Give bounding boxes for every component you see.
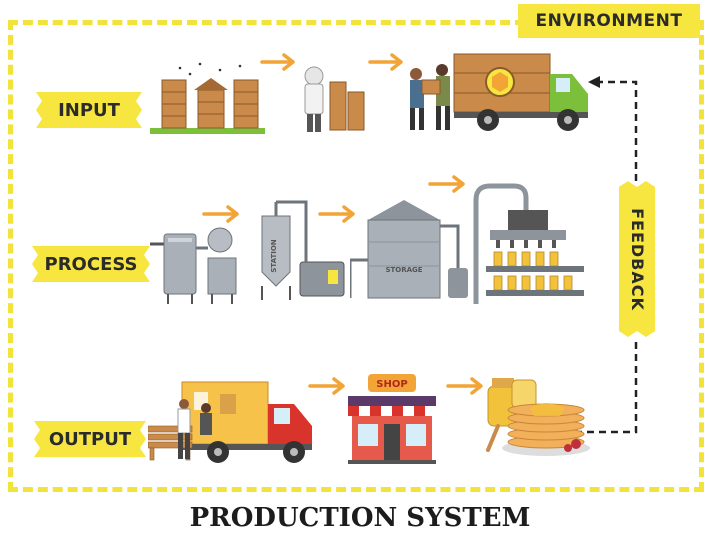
arrow-input-1: [260, 53, 295, 71]
environment-frame: [8, 20, 704, 492]
shop-icon: SHOP: [348, 374, 436, 464]
beekeeper-icon: [304, 66, 365, 132]
arrow-output-1: [308, 377, 345, 395]
arrow-process-2: [318, 205, 355, 223]
environment-label-text: ENVIRONMENT: [535, 11, 683, 31]
process-label-text: PROCESS: [44, 253, 138, 275]
green-truck-icon: [410, 53, 588, 131]
input-label: INPUT: [30, 92, 148, 128]
arrow-output-2: [446, 377, 483, 395]
bottling-line-icon: [473, 183, 584, 304]
red-truck-icon: [148, 381, 312, 463]
pancakes-honey-icon: [486, 378, 590, 456]
output-label-text: OUTPUT: [48, 428, 132, 450]
label-tag-shape: [32, 246, 150, 282]
output-label: OUTPUT: [28, 421, 152, 457]
process-label: PROCESS: [26, 246, 156, 282]
environment-label: ENVIRONMENT: [518, 4, 700, 38]
shop-sign-text: SHOP: [376, 379, 407, 390]
processing-tower-icon: STATION: [261, 200, 345, 300]
arrow-input-2: [368, 53, 403, 71]
station-label: STATION: [270, 239, 278, 272]
arrow-process-3: [428, 175, 465, 193]
label-tag-shape: [36, 92, 142, 128]
beehive-icon: [150, 62, 265, 134]
arrow-process-1: [202, 205, 239, 223]
feedback-tag-shape: [619, 181, 655, 337]
feedback-label: FEEDBACK: [619, 181, 655, 337]
distillation-machine-icon: [150, 227, 237, 304]
input-label-text: INPUT: [58, 99, 120, 121]
page-title: PRODUCTION SYSTEM: [189, 503, 531, 533]
storage-tank-icon: STORAGE: [350, 200, 468, 299]
storage-label: STORAGE: [385, 266, 422, 274]
label-tag-shape: [34, 421, 146, 457]
